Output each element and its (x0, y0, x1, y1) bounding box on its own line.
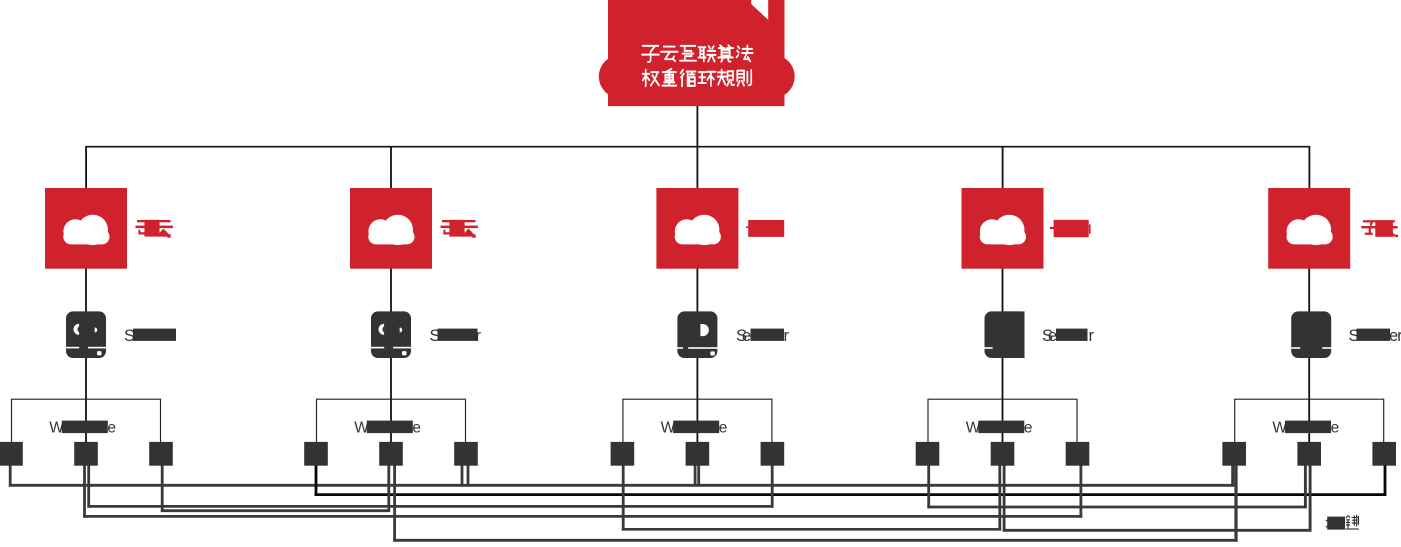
svg-text:W: W (966, 420, 981, 437)
svg-text:r: r (784, 327, 790, 345)
svg-text:e: e (107, 420, 116, 437)
svg-text:e: e (1024, 420, 1033, 437)
svg-text:r: r (476, 327, 482, 345)
svg-text:e: e (719, 420, 728, 437)
svg-text:W: W (661, 420, 676, 437)
svg-text:er: er (1389, 327, 1401, 345)
svg-text:S: S (1349, 327, 1360, 345)
svg-text:W: W (1272, 420, 1287, 437)
svg-text:r: r (1089, 327, 1095, 345)
svg-text:W: W (354, 420, 369, 437)
svg-text:S: S (124, 327, 135, 345)
svg-text:S: S (430, 327, 441, 345)
svg-text:e: e (1331, 420, 1340, 437)
svg-text:e: e (412, 420, 421, 437)
svg-text:W: W (49, 420, 64, 437)
